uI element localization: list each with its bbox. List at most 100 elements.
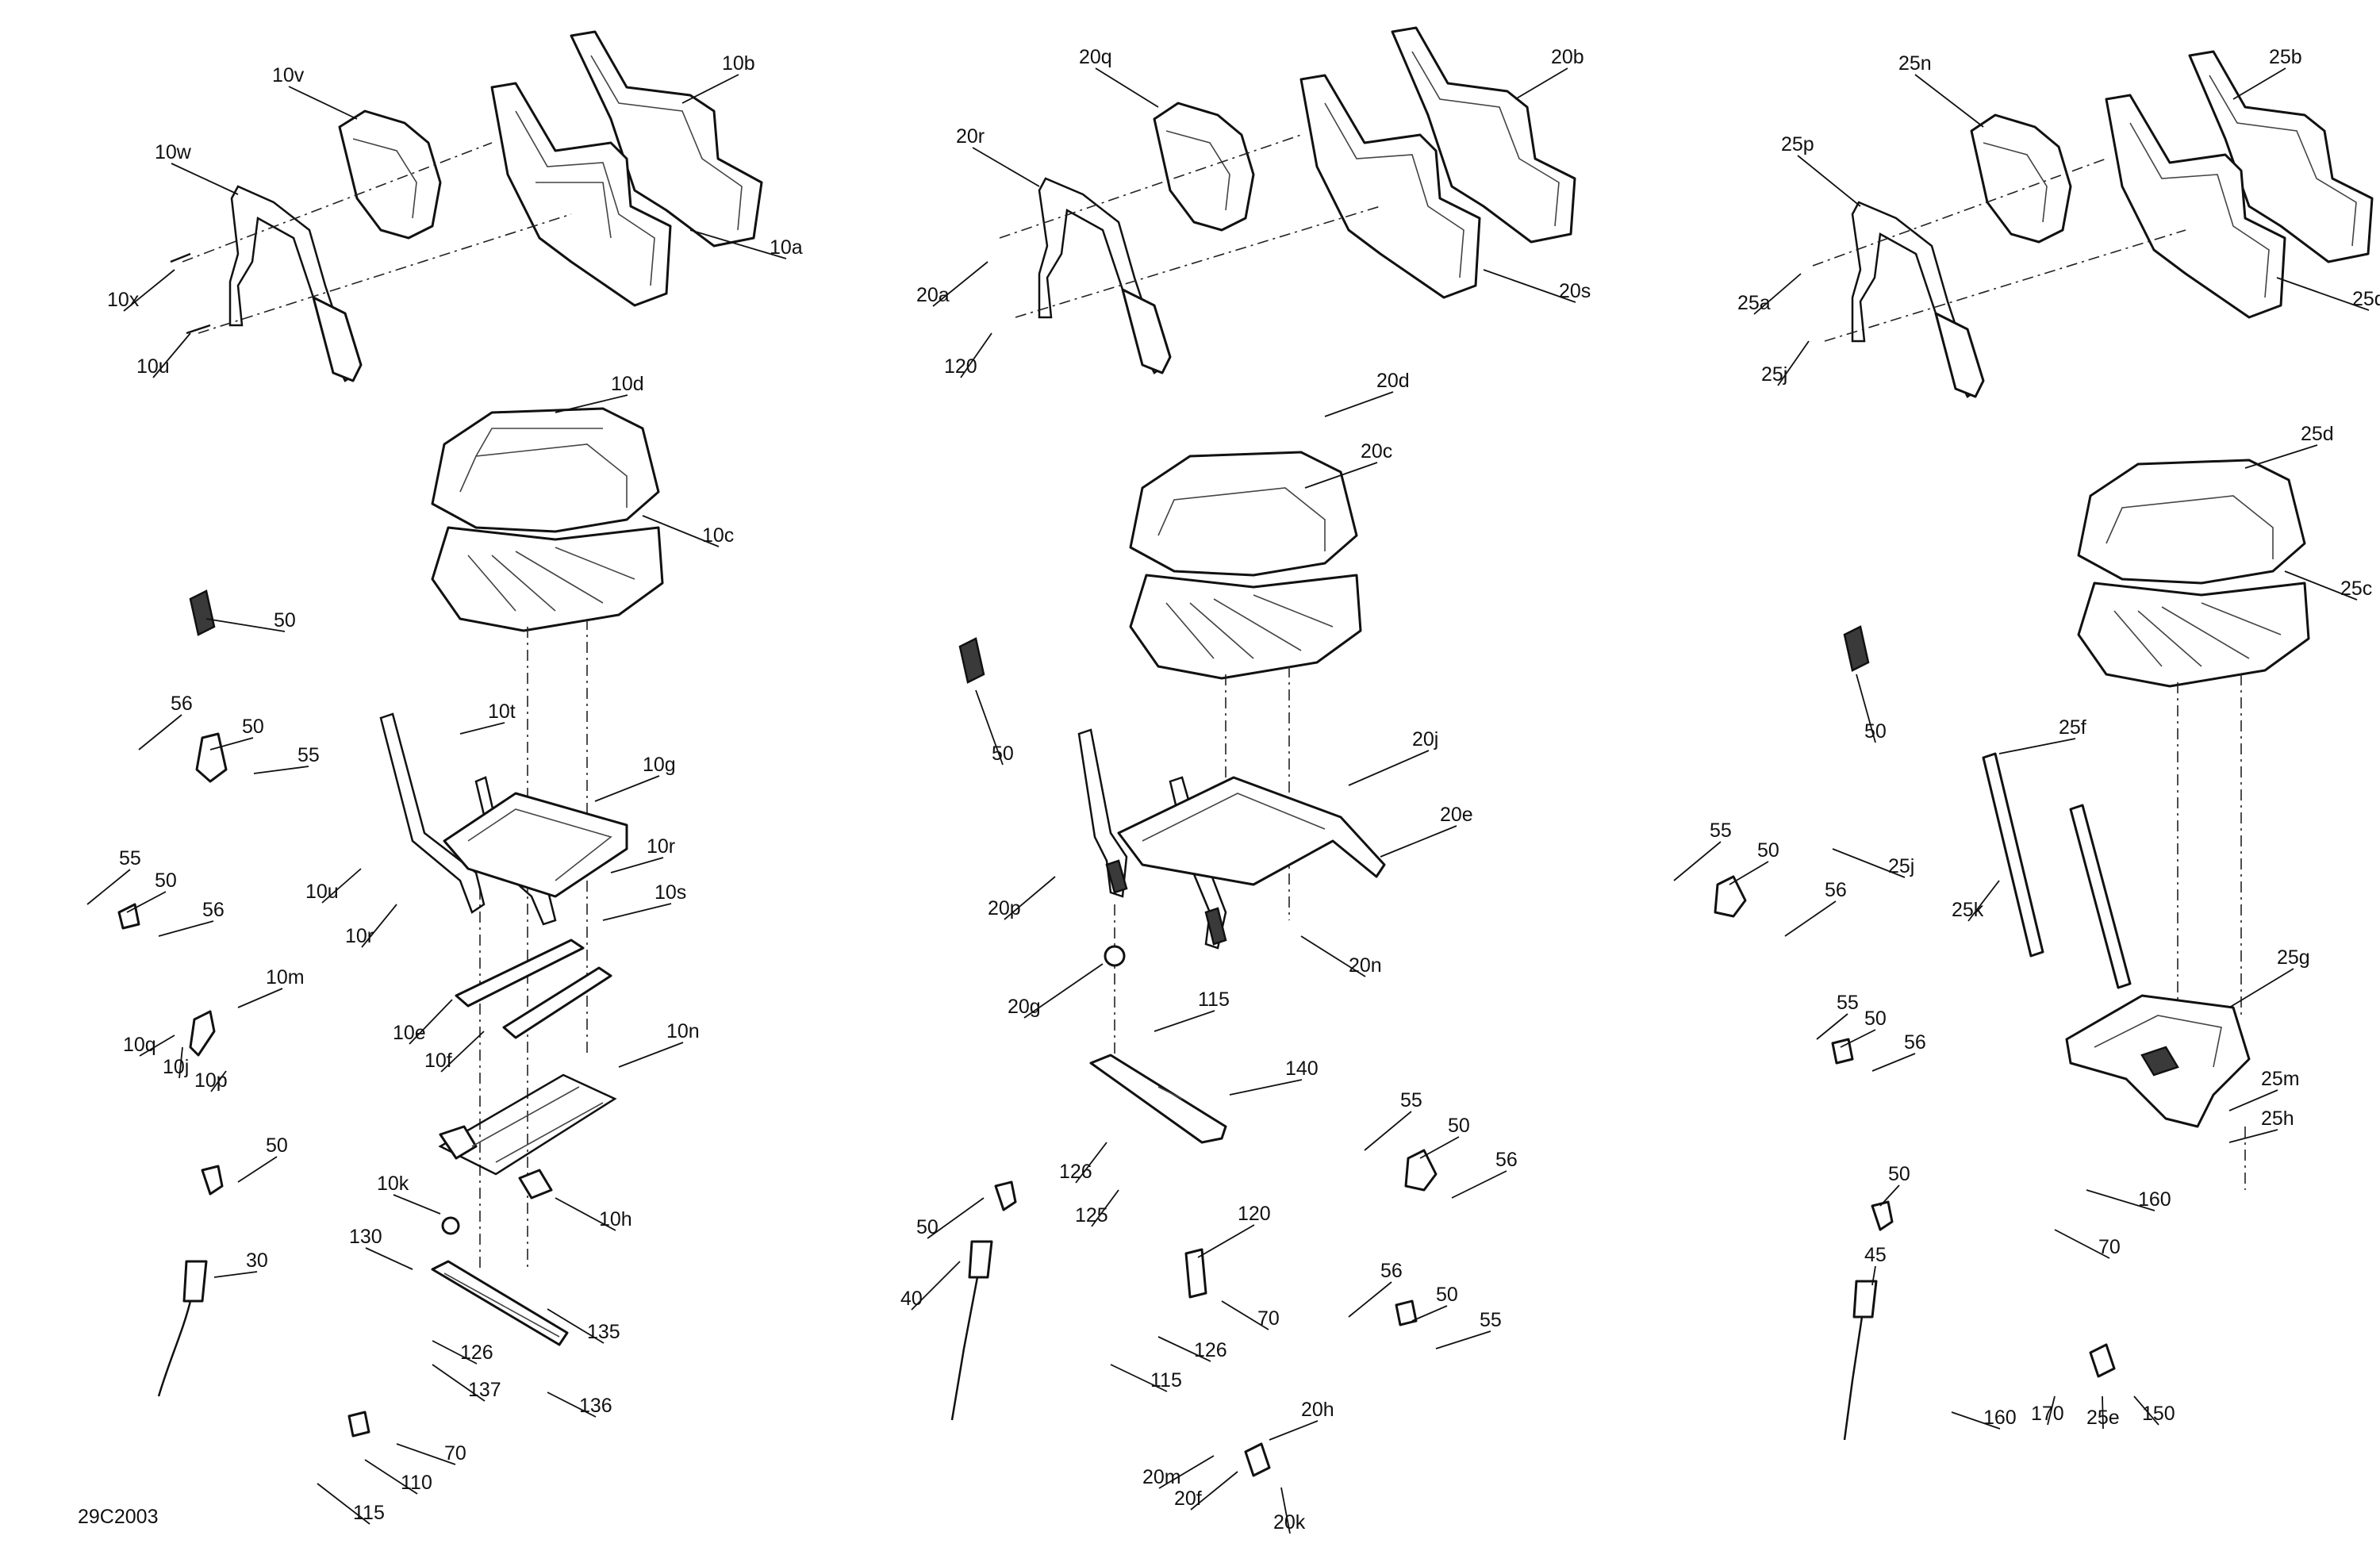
callout-label: 115 (1150, 1369, 1182, 1392)
backrest-frame (1299, 74, 1481, 299)
callout-label: 50 (1864, 720, 1887, 743)
leader-line (139, 1035, 175, 1057)
callout-label: 25e (2086, 1407, 2120, 1429)
callout-label: 10j (163, 1056, 189, 1078)
leader-line (432, 1340, 478, 1365)
leader-line (2086, 1189, 2155, 1211)
callout-label: 20m (1142, 1466, 1181, 1488)
leader-line (1300, 935, 1366, 977)
callout-label: 25k (1952, 899, 1984, 921)
callout-label: 20c (1361, 440, 1392, 463)
leader-line (364, 1459, 418, 1495)
callout-label: 10r (647, 835, 675, 858)
headrest-bracket (1851, 201, 1985, 398)
callout-label: 50 (992, 743, 1014, 765)
callout-label: 126 (1194, 1339, 1227, 1361)
callout-label: 10n (666, 1020, 700, 1042)
callout-label: 10m (266, 966, 305, 988)
leader-line (1514, 67, 1568, 100)
callout-label: 50 (1448, 1115, 1470, 1137)
leader-line (547, 1392, 597, 1418)
slide-rails (455, 939, 612, 1039)
callout-label: 20a (916, 284, 950, 306)
callout-label: 30 (246, 1250, 268, 1272)
spacer (441, 1216, 460, 1235)
leader-line (1879, 1184, 1900, 1207)
leader-line (681, 74, 739, 104)
callout-label: 125 (1075, 1204, 1108, 1226)
leader-line (1419, 1136, 1460, 1159)
leader-line (237, 1156, 278, 1183)
leader-line (1967, 880, 2000, 922)
leader-line (205, 618, 286, 632)
callout-label: 10a (770, 236, 803, 259)
bolt (170, 252, 191, 263)
leader-line (618, 1042, 684, 1068)
seatbelt-latch (201, 1165, 224, 1196)
callout-label: 70 (1257, 1307, 1280, 1330)
headrest-bracket (1038, 177, 1172, 374)
callout-label: 55 (1710, 820, 1732, 842)
leader-line (1091, 1189, 1119, 1227)
leader-line (123, 269, 175, 312)
backrest-frame (490, 82, 672, 307)
bottom-rail (431, 1260, 569, 1346)
leader-line (1269, 1420, 1319, 1441)
leader-line (1324, 391, 1394, 417)
clip (1395, 1299, 1418, 1326)
leader-line (2133, 1395, 2159, 1426)
seat-cushion (431, 407, 660, 533)
leader-line (1832, 848, 1906, 878)
callout-label: 10e (393, 1022, 426, 1044)
leader-line (138, 714, 182, 750)
leader-line (1023, 963, 1104, 1019)
callout-label: 10k (377, 1173, 409, 1195)
leader-line (2228, 1089, 2278, 1111)
callout-label: 10h (599, 1208, 632, 1230)
leader-line (126, 891, 167, 913)
backrest-frame (2105, 94, 2286, 319)
callout-label: 25j (1888, 855, 1914, 877)
callout-label: 25g (2277, 946, 2310, 969)
leader-line (2284, 570, 2358, 601)
lower-frame (438, 1073, 617, 1200)
bracket (1831, 1038, 1854, 1065)
leader-line (237, 988, 283, 1008)
callout-label: 10t (488, 701, 516, 723)
leader-line (1951, 1411, 2001, 1430)
leader-line (361, 904, 397, 948)
callout-label: 120 (944, 355, 977, 378)
leader-line (1004, 876, 1056, 920)
leader-line (1753, 273, 1802, 315)
callout-label: 40 (900, 1288, 923, 1310)
leader-line (1816, 1013, 1848, 1040)
seat-frame (379, 712, 628, 926)
callout-label: 115 (353, 1502, 385, 1524)
release-lever (1244, 1442, 1271, 1477)
leader-line (927, 1197, 985, 1239)
callout-label: 25d (2301, 423, 2334, 445)
leader-line (1871, 1053, 1916, 1072)
callout-label: 50 (266, 1134, 288, 1157)
callout-label: 10p (194, 1069, 228, 1092)
callout-label: 10f (424, 1050, 452, 1072)
callout-label: 50 (155, 869, 177, 892)
leader-line (1221, 1300, 1269, 1330)
alignment-line (182, 142, 493, 263)
leader-line (555, 394, 628, 413)
backrest-shell (570, 30, 763, 248)
callout-label: 25n (1898, 52, 1932, 75)
seatbelt-latch (994, 1180, 1017, 1211)
leader-line (2228, 968, 2294, 1008)
callout-label: 25q (2352, 288, 2380, 310)
callout-label: 20e (1440, 804, 1473, 826)
leader-line (1380, 825, 1457, 858)
slide-rail-outer (2069, 804, 2132, 989)
leader-line (86, 869, 131, 905)
assembly-left (117, 30, 763, 1438)
leader-line (1998, 738, 2076, 754)
headrest-bracket (228, 185, 363, 382)
alignment-line (1824, 229, 2186, 342)
